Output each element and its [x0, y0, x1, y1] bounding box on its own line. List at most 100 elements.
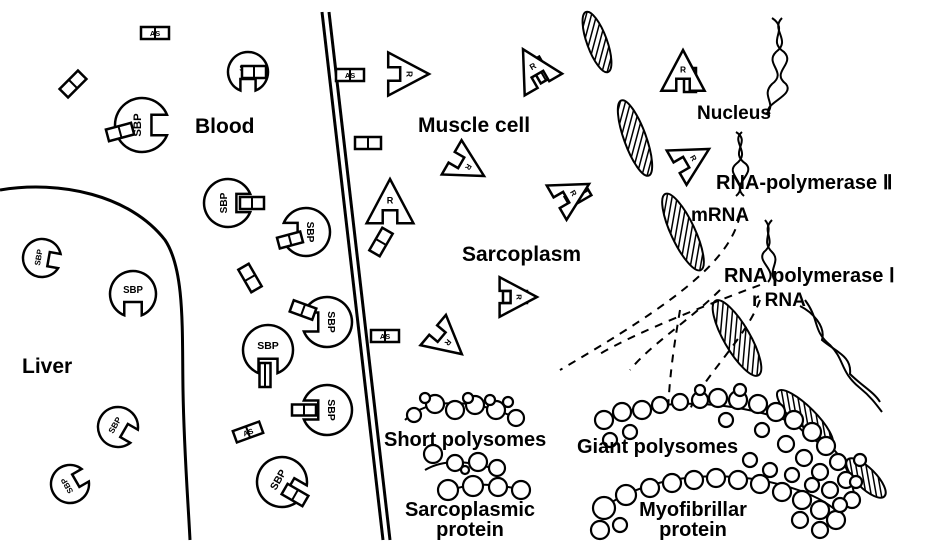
receptor-1: R [388, 52, 429, 95]
sbp-liver-1: SBP [20, 236, 63, 280]
giant-polysome-ribosome-9 [749, 395, 767, 413]
label-blood: Blood [195, 116, 254, 137]
receptor-9: R [420, 315, 474, 369]
as-free-7 [369, 228, 392, 257]
giant-polysome-ribosome-30 [707, 469, 725, 487]
svg-text:AS: AS [380, 332, 390, 341]
giant-polysome-ribosome-5 [672, 394, 688, 410]
giant-polysome-ribosome-25 [593, 497, 615, 519]
short-polysome-ribosome-15 [420, 393, 430, 403]
label-myofibrillar-protein: Myofibrillar protein [639, 500, 747, 540]
giant-polysome-ribosome-11 [785, 411, 803, 429]
as-free-1: AS [141, 27, 169, 39]
giant-polysome-ribosome-21 [778, 436, 794, 452]
svg-text:SBP: SBP [219, 192, 230, 213]
sbp-liver-4: SBP [44, 459, 95, 510]
as-bound-6 [292, 405, 316, 416]
giant-polysome-ribosome-26 [616, 485, 636, 505]
giant-polysome-ribosome-19 [719, 413, 733, 427]
svg-text:R: R [680, 65, 686, 75]
as-free-3: AS [336, 69, 364, 81]
sbp-blood-6: SBP [304, 297, 352, 347]
short-polysome-ribosome-16 [463, 393, 473, 403]
giant-polysome-ribosome-34 [793, 491, 811, 509]
svg-text:AS: AS [150, 29, 160, 38]
label-nucleus: Nucleus [697, 104, 771, 123]
as-free-2 [60, 71, 87, 98]
giant-polysome-ribosome-47 [854, 454, 866, 466]
giant-polysome-ribosome-24 [822, 482, 838, 498]
giant-polysome-ribosome-31 [729, 471, 747, 489]
giant-polysome-ribosome-42 [613, 518, 627, 532]
as-free-8: AS [371, 330, 399, 342]
giant-polysome-ribosome-43 [792, 512, 808, 528]
label-sarcoplasmic-protein: Sarcoplasmic protein [405, 500, 535, 540]
as-free-5: AS [233, 422, 263, 443]
svg-text:SBP: SBP [325, 399, 337, 421]
giant-polysome-ribosome-49 [695, 385, 705, 395]
as-bound-5 [260, 363, 271, 387]
svg-text:AS: AS [345, 71, 355, 80]
giant-polysome-ribosome-7 [709, 389, 727, 407]
giant-polysome-ribosome-37 [743, 453, 757, 467]
sbp-liver-3: SBP [91, 400, 144, 454]
label-giant-polysomes: Giant polysomes [577, 437, 738, 457]
giant-polysome-ribosome-46 [850, 476, 862, 488]
label-rrna: r RNA [752, 291, 806, 310]
as-bound-2 [242, 66, 266, 78]
giant-polysome-ribosome-10 [767, 403, 785, 421]
short-polysome-ribosome-14 [512, 481, 530, 499]
giant-polysome-ribosome-48 [734, 384, 746, 396]
label-short-polysomes: Short polysomes [384, 430, 546, 450]
svg-text:SBP: SBP [304, 222, 315, 243]
short-polysome-ribosome-13 [489, 478, 507, 496]
short-polysome-ribosome-12 [463, 476, 483, 496]
cell-membrane [322, 12, 390, 540]
giant-polysome-ribosome-40 [805, 478, 819, 492]
giant-polysome-ribosome-13 [817, 437, 835, 455]
sbp-blood-4: SBP [284, 208, 330, 256]
giant-polysome-ribosome-12 [803, 423, 821, 441]
giant-polysome-ribosome-2 [613, 403, 631, 421]
giant-polysome-ribosome-44 [812, 522, 828, 538]
giant-polysome-ribosome-4 [652, 397, 668, 413]
giant-polysome-ribosome-3 [633, 401, 651, 419]
short-polysome-ribosome-11 [438, 480, 458, 500]
receptor-4: R [442, 140, 494, 193]
receptor-5: R [367, 179, 414, 223]
giant-polysome-ribosome-32 [751, 475, 769, 493]
svg-text:SBP: SBP [123, 285, 143, 296]
short-polysome-ribosome-19 [461, 466, 469, 474]
giant-polysome-ribosome-35 [811, 501, 829, 519]
receptor-7: R [667, 132, 719, 185]
giant-polysome-ribosome-14 [830, 454, 846, 470]
giant-polysome-ribosome-27 [641, 479, 659, 497]
giant-polysome-ribosome-1 [595, 411, 613, 429]
receptor-2: R [504, 38, 562, 95]
short-polysome-ribosome-17 [485, 395, 495, 405]
svg-text:SBP: SBP [325, 311, 337, 333]
short-polysome-ribosome-1 [407, 408, 421, 422]
label-rna-polymerase-2: RNA-polymerase Ⅱ [716, 173, 893, 193]
short-polysome-ribosome-3 [446, 401, 464, 419]
short-polysome-ribosome-9 [469, 453, 487, 471]
label-muscle-cell: Muscle cell [418, 115, 530, 136]
short-polysome-ribosome-6 [508, 410, 524, 426]
label-rna-polymerase-1: RNA polymerase Ⅰ [724, 266, 895, 286]
giant-polysome-ribosome-33 [773, 483, 791, 501]
as-bound-3 [240, 197, 264, 209]
sbp-blood-8: SBP [248, 448, 315, 515]
svg-text:R: R [387, 196, 394, 206]
svg-text:R: R [404, 71, 414, 77]
giant-polysome-ribosome-45 [833, 498, 847, 512]
giant-polysome-ribosome-28 [663, 474, 681, 492]
giant-polysome-ribosome-29 [685, 471, 703, 489]
svg-text:R: R [514, 294, 523, 300]
giant-polysome-ribosome-20 [755, 423, 769, 437]
as-free-6 [355, 137, 381, 149]
label-mrna: mRNA [691, 206, 749, 225]
giant-polysome-ribosome-41 [591, 521, 609, 539]
svg-text:SBP: SBP [257, 340, 279, 352]
giant-polysome-ribosome-36 [827, 511, 845, 529]
